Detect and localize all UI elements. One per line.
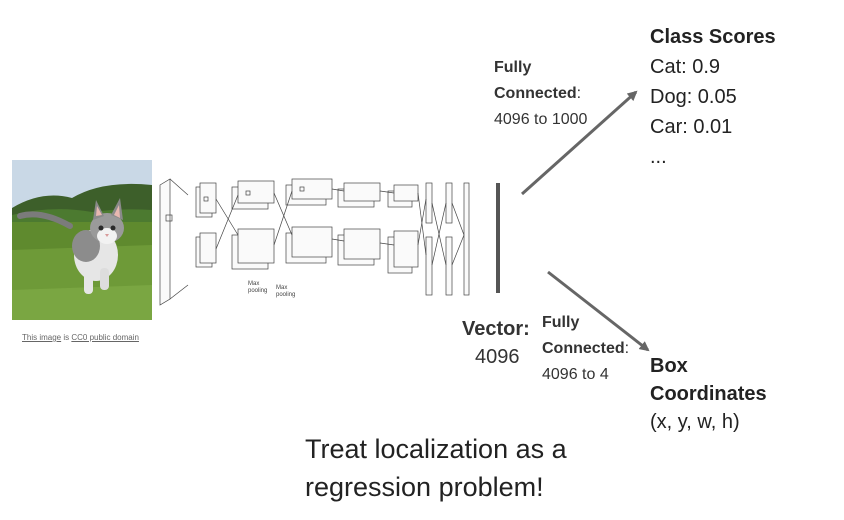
- caption-line1: Treat localization as a: [305, 434, 567, 464]
- fc-top-line2: Connected: [494, 85, 577, 102]
- fc-bottom-dims: 4096 to 4: [542, 366, 609, 383]
- license-link[interactable]: CC0 public domain: [71, 333, 139, 342]
- feature-vector-bar: [496, 183, 500, 293]
- fc-top-colon: :: [576, 85, 582, 102]
- image-link[interactable]: This image: [22, 333, 62, 342]
- class-scores-title: Class Scores: [650, 26, 776, 48]
- class-score-item: Dog: 0.05: [650, 86, 737, 108]
- vector-dimension: 4096: [475, 346, 520, 368]
- cat-photo: [12, 160, 152, 320]
- box-coordinates-title-line2: Coordinates: [650, 383, 767, 405]
- class-score-item: Cat: 0.9: [650, 56, 721, 78]
- caption-line2: regression problem!: [305, 472, 544, 502]
- fc-top-label: Fully Connected: 4096 to 1000: [494, 55, 587, 133]
- fc-top-line1: Fully: [494, 59, 532, 76]
- fc-top-dims: 4096 to 1000: [494, 111, 588, 128]
- max-pooling-label-1: Max pooling: [248, 281, 268, 294]
- fc-bottom-line1: Fully: [542, 314, 580, 331]
- arrow-to-class-scores: [520, 90, 638, 196]
- fc-bottom-colon: :: [624, 340, 630, 357]
- credit-text: is: [61, 333, 72, 342]
- fc-bottom-label: Fully Connected: 4096 to 4: [542, 310, 629, 388]
- box-coordinates: Box Coordinates (x, y, w, h): [650, 352, 767, 436]
- box-coordinates-value: (x, y, w, h): [650, 411, 740, 433]
- max-pooling-label-2: Max pooling: [276, 285, 296, 298]
- class-score-item: Car: 0.01: [650, 116, 733, 138]
- class-score-ellipsis: ...: [650, 146, 667, 168]
- cnn-architecture-diagram: Max pooling Max pooling: [158, 175, 478, 315]
- slide-caption: Treat localization as a regression probl…: [305, 430, 567, 506]
- arrow-to-box-coordinates: [547, 270, 650, 352]
- box-coordinates-title-line1: Box: [650, 355, 688, 377]
- class-scores: Class Scores Cat: 0.9 Dog: 0.05 Car: 0.0…: [650, 22, 776, 172]
- fc-bottom-line2: Connected: [542, 340, 625, 357]
- image-credit: This image is CC0 public domain: [22, 333, 139, 342]
- vector-label: Vector:: [462, 318, 530, 340]
